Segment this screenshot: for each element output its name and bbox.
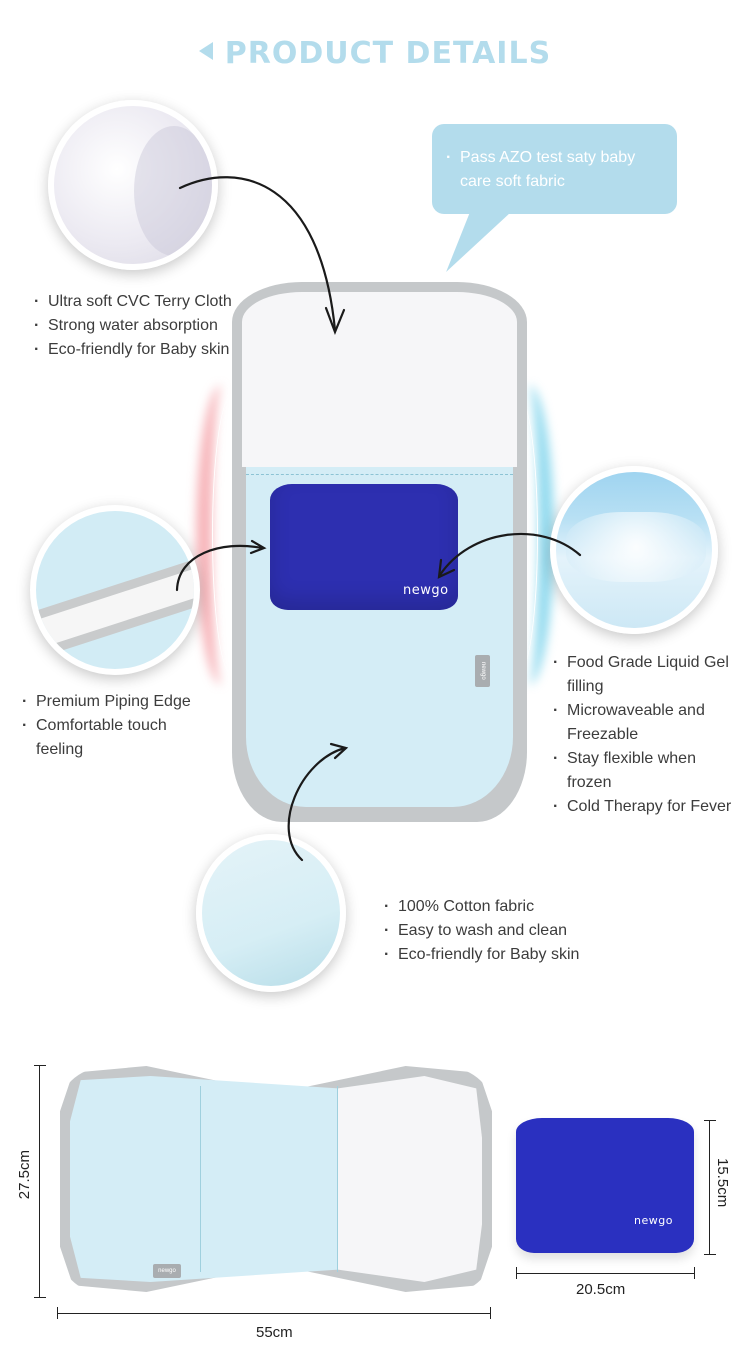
terry-cloth-closeup-image xyxy=(48,100,218,270)
pad-width-line xyxy=(57,1313,491,1314)
pad-height-line xyxy=(39,1065,40,1297)
terry-cloth-panel xyxy=(338,1076,482,1282)
brand-logo: newgo xyxy=(403,583,449,598)
brand-tag: newgo xyxy=(475,655,490,687)
brand-logo: newgo xyxy=(634,1214,673,1227)
list-item: Strong water absorption xyxy=(34,314,244,338)
list-item: Microwaveable and Freezable xyxy=(553,699,733,747)
warm-glow-line xyxy=(212,395,252,675)
warm-glow-arc xyxy=(196,385,248,685)
speech-bubble-tail xyxy=(438,212,511,272)
pocket-seam xyxy=(246,474,513,475)
seam xyxy=(200,1086,201,1272)
gel-width-label: 20.5cm xyxy=(576,1281,626,1298)
terry-cloth-panel xyxy=(242,292,517,467)
page-title: PRODUCT DETAILS xyxy=(0,36,750,71)
speech-bubble: Pass AZO test saty baby care soft fabric xyxy=(432,124,677,214)
pad-width-label: 55cm xyxy=(256,1324,293,1341)
dimension-cap xyxy=(704,1254,716,1255)
piping-edge-closeup-image xyxy=(30,505,200,675)
gel-pack-flat: newgo xyxy=(516,1118,694,1253)
dimension-cap xyxy=(490,1307,491,1319)
list-item: Eco-friendly for Baby skin xyxy=(34,338,244,362)
list-item: 100% Cotton fabric xyxy=(384,895,624,919)
cotton-panel xyxy=(70,1076,338,1282)
gel-feature-list: Food Grade Liquid Gel filling Microwavea… xyxy=(553,651,733,819)
ice-gel-closeup-image xyxy=(550,466,718,634)
seam xyxy=(337,1086,338,1272)
bubble-list: Pass AZO test saty baby care soft fabric xyxy=(446,146,661,194)
list-item: Stay flexible when frozen xyxy=(553,747,733,795)
triangle-left-icon xyxy=(198,42,213,60)
cotton-fabric-closeup-image xyxy=(196,834,346,992)
gel-height-label: 15.5cm xyxy=(714,1158,731,1208)
page-title-text: PRODUCT DETAILS xyxy=(224,36,552,71)
brand-tag: newgo xyxy=(153,1264,181,1278)
gel-height-line xyxy=(709,1120,710,1255)
dimension-cap xyxy=(694,1267,695,1279)
list-item: Eco-friendly for Baby skin xyxy=(384,943,624,967)
list-item: Easy to wash and clean xyxy=(384,919,624,943)
bubble-text: Pass AZO test saty baby care soft fabric xyxy=(446,146,661,194)
piping-feature-list: Premium Piping Edge Comfortable touch fe… xyxy=(22,690,207,762)
list-item: Cold Therapy for Fever xyxy=(553,795,733,819)
cotton-feature-list: 100% Cotton fabric Easy to wash and clea… xyxy=(384,895,624,967)
dimension-cap xyxy=(34,1297,46,1298)
dimension-cap xyxy=(34,1065,46,1066)
gel-width-line xyxy=(516,1273,694,1274)
gel-pack: newgo xyxy=(270,484,458,610)
list-item: Comfortable touch feeling xyxy=(22,714,207,762)
list-item: Food Grade Liquid Gel filling xyxy=(553,651,733,699)
list-item: Premium Piping Edge xyxy=(22,690,207,714)
product-pad-flat: newgo xyxy=(60,1066,492,1292)
list-item: Ultra soft CVC Terry Cloth xyxy=(34,290,244,314)
terry-feature-list: Ultra soft CVC Terry Cloth Strong water … xyxy=(34,290,244,362)
pad-height-label: 27.5cm xyxy=(16,1150,33,1200)
dimension-cap xyxy=(704,1120,716,1121)
